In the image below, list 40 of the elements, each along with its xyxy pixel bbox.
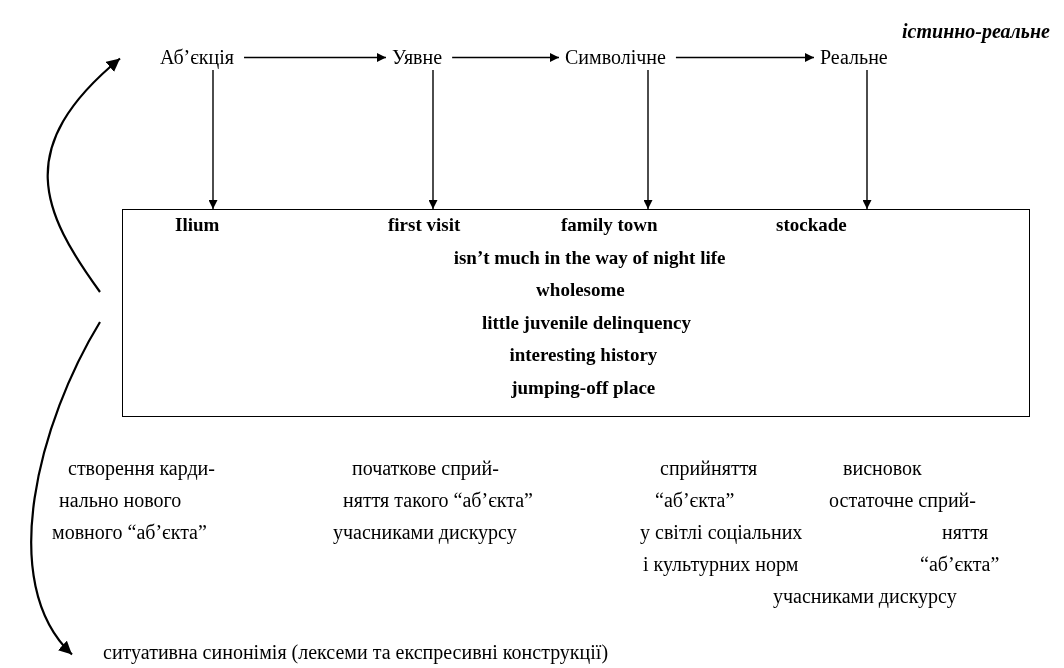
stage-label: Символічне xyxy=(565,46,666,69)
stage-label: Уявне xyxy=(392,46,443,69)
box-text: isn’t much in the way of night life xyxy=(453,248,726,267)
arrow xyxy=(208,69,218,210)
description-text: створення карди- xyxy=(68,457,215,480)
result-text: ситуативна синонімія (лексеми та експресивні конструкції) xyxy=(103,641,609,664)
description-text: учасниками дискурсу xyxy=(333,521,517,544)
description-text: учасниками дискурсу xyxy=(773,585,957,608)
description-text: висновок xyxy=(843,457,922,480)
description-text: у світлі соціальних xyxy=(640,521,803,544)
description-text: няття xyxy=(942,521,989,544)
arrow xyxy=(428,69,438,210)
arrow xyxy=(643,69,653,210)
arrow xyxy=(243,53,387,62)
description-text: початкове сприй- xyxy=(352,457,499,480)
description-text: нально нового xyxy=(59,489,182,512)
description-text: “аб’єкта” xyxy=(920,553,1000,576)
text-box xyxy=(122,209,1030,417)
description-text: і культурних норм xyxy=(643,553,799,576)
box-text: wholesome xyxy=(536,280,625,299)
arrow xyxy=(675,53,815,62)
curved-arrow xyxy=(30,321,101,656)
box-text: Ilium xyxy=(175,215,220,234)
box-text: jumping-off place xyxy=(511,378,656,397)
arrow xyxy=(451,53,560,62)
box-text: family town xyxy=(561,215,658,234)
stage-caption: істинно-реальне xyxy=(902,20,1050,43)
description-text: остаточне сприй- xyxy=(829,489,976,512)
stage-label: Реальне xyxy=(820,46,888,69)
box-text: interesting history xyxy=(509,345,658,364)
description-text: сприйняття xyxy=(660,457,758,480)
curved-arrow xyxy=(46,57,121,293)
description-text: няття такого “аб’єкта” xyxy=(343,489,533,512)
arrow xyxy=(862,69,872,210)
box-text: stockade xyxy=(776,215,847,234)
box-text: first visit xyxy=(388,215,461,234)
description-text: мовного “аб’єкта” xyxy=(52,521,207,544)
box-text: little juvenile delinquency xyxy=(481,313,691,332)
description-text: “аб’єкта” xyxy=(655,489,735,512)
stage-label: Аб’єкція xyxy=(160,46,235,69)
